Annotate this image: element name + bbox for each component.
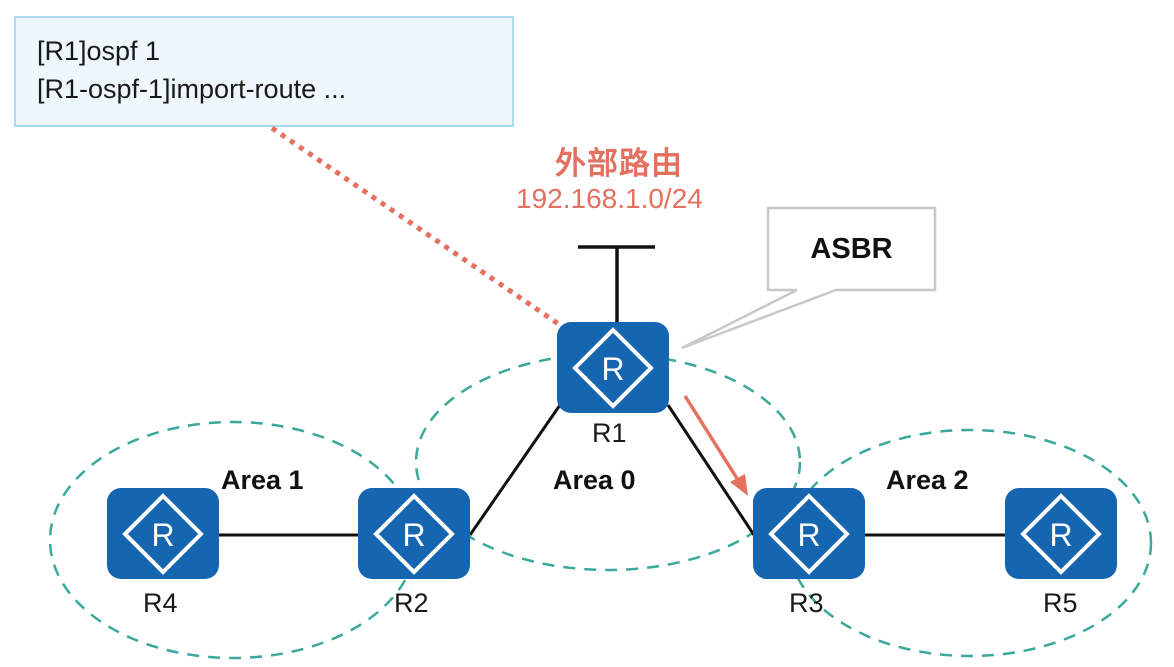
command-pointer-line	[270, 125, 562, 328]
router-r4[interactable]: R	[107, 488, 219, 579]
external-route-title: 外部路由	[555, 146, 683, 182]
svg-text:R: R	[151, 517, 174, 553]
router-icon: R	[122, 493, 204, 575]
router-icon: R	[768, 493, 850, 575]
router-icon: R	[1020, 493, 1102, 575]
area-label-0: Area 0	[553, 465, 636, 495]
area-label-1: Area 1	[221, 465, 304, 495]
router-icon: R	[572, 327, 654, 409]
router-r5[interactable]: R	[1005, 488, 1117, 579]
asbr-callout	[681, 206, 937, 350]
command-line-2: [R1-ospf-1]import-route ...	[37, 74, 347, 104]
command-line-1: [R1]ospf 1	[37, 36, 161, 66]
link-r1-r3	[666, 404, 756, 536]
svg-text:R: R	[601, 351, 624, 387]
router-r1[interactable]: R	[557, 322, 669, 413]
router-label-r2: R2	[394, 588, 429, 618]
external-route-prefix: 192.168.1.0/24	[516, 183, 703, 214]
router-icon: R	[373, 493, 455, 575]
svg-text:R: R	[402, 517, 425, 553]
area-label-2: Area 2	[886, 465, 969, 495]
router-r2[interactable]: R	[358, 488, 470, 579]
link-r2-r1	[468, 404, 562, 536]
router-label-r3: R3	[789, 588, 824, 618]
svg-text:R: R	[1049, 517, 1072, 553]
router-r3[interactable]: R	[753, 488, 865, 579]
command-box: [R1]ospf 1 [R1-ospf-1]import-route ...	[14, 16, 514, 127]
svg-text:R: R	[797, 517, 820, 553]
asbr-label: ASBR	[810, 232, 893, 265]
router-label-r5: R5	[1043, 588, 1078, 618]
router-label-r1: R1	[592, 418, 627, 448]
router-label-r4: R4	[143, 588, 178, 618]
route-propagation-arrow	[683, 395, 748, 496]
